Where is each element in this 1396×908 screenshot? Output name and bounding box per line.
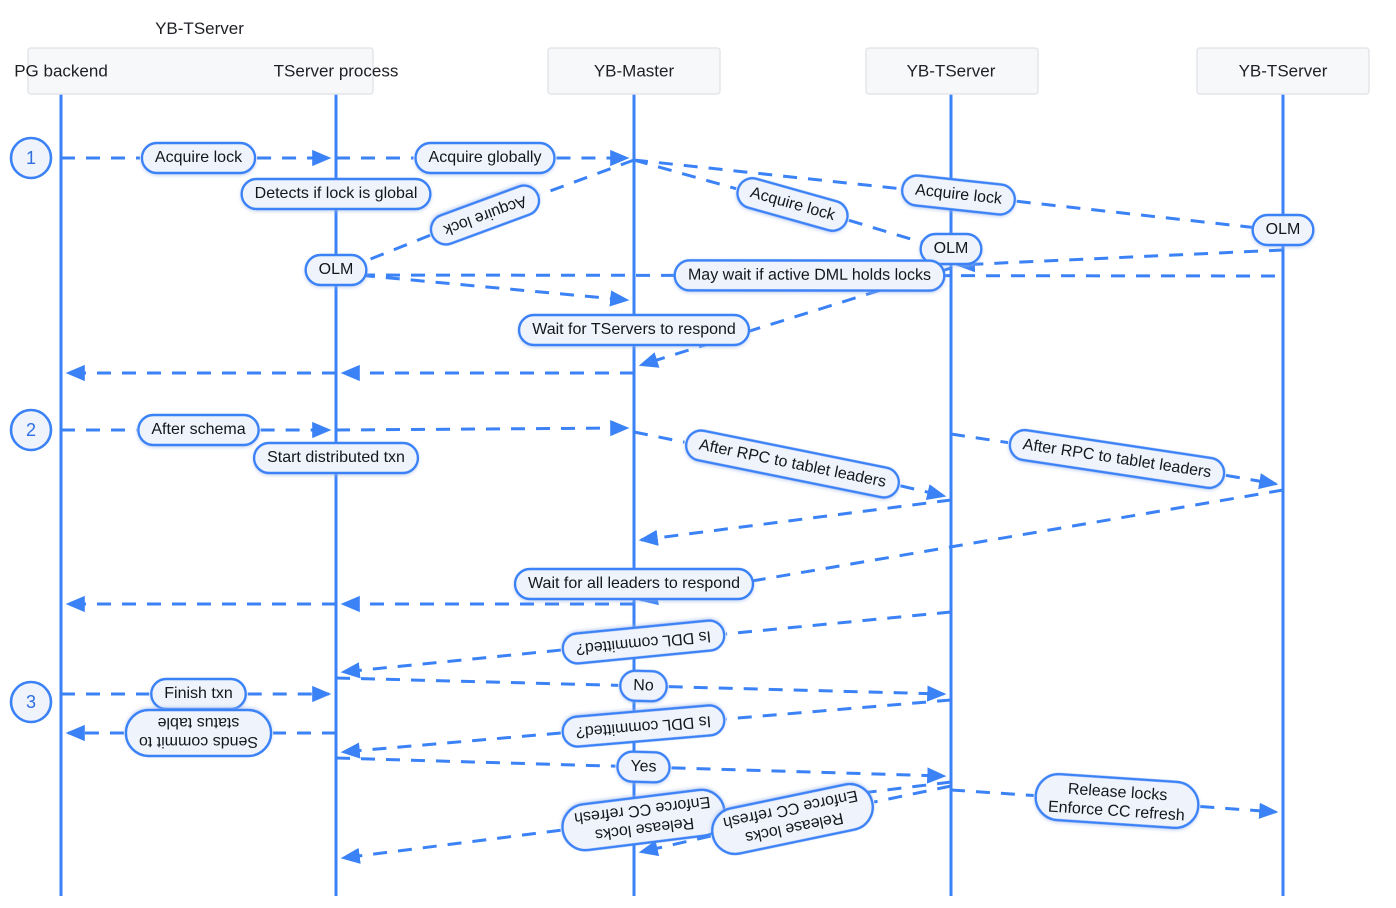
message-line-m11 [335,271,630,307]
step-marker-1[interactable]: 1 [9,136,53,180]
step-number-label: 1 [26,148,36,168]
svg-text:Finish txn: Finish txn [164,685,232,702]
message-label-m17[interactable]: After schema [137,413,260,447]
message-line-m32-b [671,766,947,784]
message-line-m15 [955,248,1284,273]
note-m7[interactable]: OLM [304,253,368,287]
message-line-m22 [638,498,952,546]
svg-text:No: No [633,677,654,695]
message-line-m6-a [633,158,901,191]
participant-label-ts2: YB-TServer [1239,61,1328,80]
message-label-m31[interactable]: Is DDL committed? [561,704,726,748]
svg-text:Release locksEnforce CC refres: Release locksEnforce CC refresh [1047,780,1186,825]
message-label-m21[interactable]: After RPC to tablet leaders [1008,428,1226,490]
message-line-m5-a [633,158,737,191]
message-line-m34-b [638,834,712,857]
message-line-m20-a [633,430,685,444]
message-line-m18 [335,420,630,437]
message-line-m21-b [1225,473,1279,490]
message-line-m20-b [900,484,947,501]
message-label-m5[interactable]: Acquire lock [734,175,851,234]
message-line-m31-b [340,731,561,759]
message-line-m29-a [335,676,619,687]
participant-label-ts0: TServer process [274,61,399,80]
message-line-m31-a [726,698,952,721]
message-line-m33-b [340,828,561,864]
note-m19[interactable]: Start distributed txn [252,441,420,475]
message-line-m23 [638,488,1284,606]
message-line-m27-b [340,648,562,679]
message-line-m21-a [950,432,1009,445]
message-line-m32-a [335,756,616,768]
message-line-m34-a [873,784,952,804]
message-line-m35-b [1200,802,1279,819]
step-number-label: 3 [26,692,36,712]
message-label-m27[interactable]: Is DDL committed? [561,619,726,665]
message-label-m35[interactable]: Release locksEnforce CC refresh [1034,772,1200,830]
note-m9[interactable]: OLM [1251,213,1315,247]
message-label-m29[interactable]: No [619,669,668,703]
group-title-yb-tserver: YB-TServer [155,19,244,38]
svg-text:May wait if active DML holds l: May wait if active DML holds locks [688,267,931,284]
message-label-m34[interactable]: Release locksEnforce CC refresh [708,780,877,858]
svg-text:OLM: OLM [1266,221,1301,238]
svg-text:Detects if lock is global: Detects if lock is global [255,185,418,202]
message-line-m6-b [1016,199,1279,237]
note-m10[interactable]: May wait if active DML holds locks [673,259,946,292]
note-m8[interactable]: OLM [919,232,983,266]
message-line-m35-a [950,788,1034,797]
step-number-label: 2 [26,420,36,440]
message-label-m2[interactable]: Acquire globally [414,141,556,175]
note-m3[interactable]: Detects if lock is global [240,177,432,211]
step-marker-2[interactable]: 2 [9,408,53,452]
message-label-m6[interactable]: Acquire lock [900,174,1017,216]
message-label-m28[interactable]: Finish txn [150,677,247,711]
svg-text:Start distributed txn: Start distributed txn [267,449,405,466]
svg-text:Wait for TServers to respond: Wait for TServers to respond [532,321,736,338]
svg-text:Yes: Yes [630,758,657,776]
participant-box-pg[interactable] [27,47,374,95]
message-line-m10 [335,273,1277,278]
svg-text:Sends commit tostatus table: Sends commit tostatus table [139,714,258,750]
message-line-m27-a [725,610,952,636]
message-line-m4-a [539,158,635,197]
step-markers-layer: 1 2 3 [9,136,53,724]
message-label-m1[interactable]: Acquire lock [140,141,257,175]
svg-text:Acquire globally: Acquire globally [429,149,542,166]
message-label-m4[interactable]: Acquire lock [427,181,544,248]
participant-label-mas: YB-Master [594,61,675,80]
svg-text:After schema: After schema [151,421,245,438]
note-m12[interactable]: Wait for TServers to respond [517,313,751,347]
svg-text:OLM: OLM [319,261,354,278]
message-label-m32[interactable]: Yes [616,750,671,784]
step-marker-3[interactable]: 3 [9,680,53,724]
svg-text:Wait for all leaders to respon: Wait for all leaders to respond [528,575,740,592]
note-m24[interactable]: Wait for all leaders to respond [513,567,755,601]
participant-box-mas[interactable] [547,47,721,95]
participant-box-ts1[interactable] [865,47,1039,95]
participant-box-ts2[interactable] [1196,47,1370,95]
message-label-m33[interactable]: Release locksEnforce CC refresh [560,787,727,853]
svg-text:Acquire lock: Acquire lock [155,149,243,166]
message-label-m30[interactable]: Sends commit tostatus table [124,708,273,758]
message-label-m20[interactable]: After RPC to tablet leaders [684,428,902,500]
participant-label-ts1: YB-TServer [907,61,996,80]
svg-text:OLM: OLM [934,240,969,257]
participant-headers-layer: PG backend TServer process YB-Master YB-TSe… [14,19,1370,95]
participant-label-pg: PG backend [14,61,108,80]
message-line-m29-b [668,685,947,702]
